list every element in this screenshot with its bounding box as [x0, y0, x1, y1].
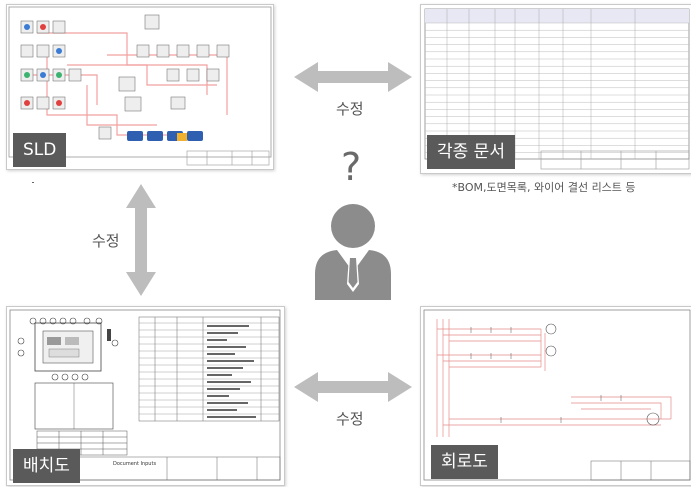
bottom-double-arrow-icon — [294, 372, 412, 402]
top-double-arrow-icon — [294, 62, 412, 92]
documents-panel: 각종 문서 — [420, 4, 691, 174]
sld-panel: SLD — [6, 4, 274, 170]
documents-caption: *BOM,도면목록, 와이어 결선 리스트 등 — [452, 181, 636, 194]
circuit-panel: 회로도 — [420, 306, 691, 486]
documents-tag: 각종 문서 — [427, 135, 515, 169]
vertical-double-arrow-icon — [126, 184, 156, 296]
question-mark: ? — [341, 145, 362, 189]
left-edit-label: 수정 — [92, 232, 120, 250]
circuit-tag: 회로도 — [431, 445, 498, 479]
layout-panel: Document Inputs 배치도 — [6, 306, 285, 486]
circuit-drawing — [423, 309, 691, 481]
layout-sheet-title: Document Inputs — [113, 461, 157, 467]
top-edit-label: 수정 — [336, 100, 364, 118]
bottom-edit-label: 수정 — [336, 410, 364, 428]
sld-drawing — [8, 6, 272, 166]
sld-tag: SLD — [13, 133, 67, 167]
user-icon — [315, 204, 391, 300]
documents-table-drawing — [424, 8, 690, 170]
layout-drawing — [9, 309, 281, 481]
sld-dot — [32, 182, 34, 183]
layout-tag: 배치도 — [13, 449, 80, 483]
